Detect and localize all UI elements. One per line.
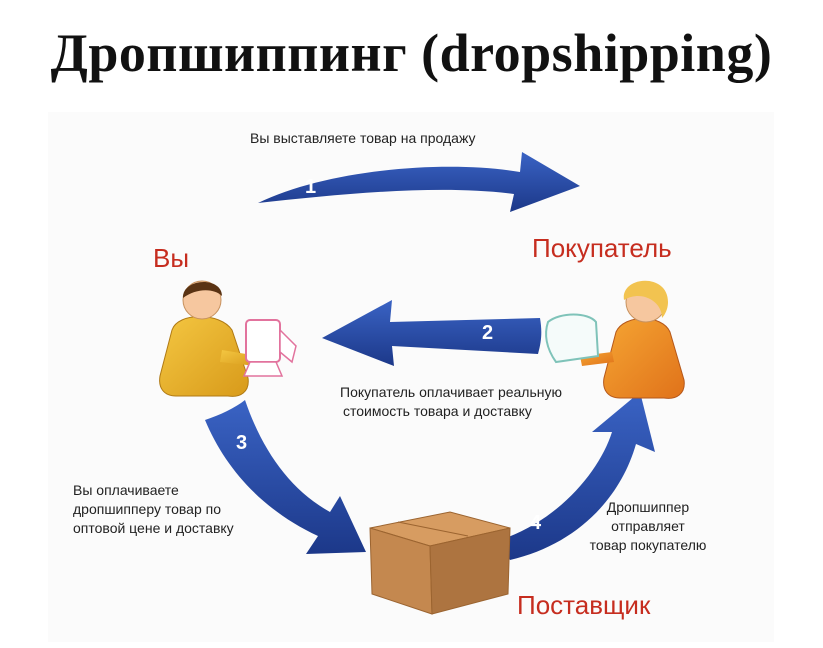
step-2-text-line-2: стоимость товара и доставку (343, 403, 532, 419)
step-3-text-line-2: дропшипперу товар по (73, 501, 221, 517)
step-3-text: Вы оплачиваете дропшипперу товар по опто… (73, 481, 234, 538)
step-4-text-line-3: товар покупателю (589, 537, 707, 553)
arrow-step-1 (258, 152, 580, 212)
buyer-person-icon (545, 280, 685, 399)
arrow-step-4 (500, 392, 655, 560)
step-4-text-line-2: отправляет (611, 518, 685, 534)
role-you: Вы (153, 243, 190, 273)
page-title: Дропшиппинг (dropshipping) (50, 23, 773, 83)
step-3-text-line-3: оптовой цене и доставку (73, 520, 234, 536)
step-4-text-line-1: Дропшиппер (606, 499, 690, 515)
step-4-number: 4 (530, 512, 542, 534)
step-4-text: Дропшиппер отправляет товар покупателю (563, 498, 733, 555)
step-2-number: 2 (482, 322, 494, 344)
step-1-text: Вы выставляете товар на продажу (250, 130, 476, 146)
role-supplier: Поставщик (517, 590, 651, 620)
arrow-step-2 (322, 300, 542, 366)
step-3-number: 3 (236, 432, 248, 454)
arrow-step-3 (205, 400, 366, 554)
step-2-text-line-1: Покупатель оплачивает реальную (340, 384, 562, 400)
step-1-number: 1 (305, 176, 317, 198)
role-buyer: Покупатель (532, 233, 672, 263)
step-3-text-line-1: Вы оплачиваете (73, 482, 179, 498)
supplier-box-icon (369, 511, 511, 615)
step-2-text: Покупатель оплачивает реальную стоимость… (340, 383, 562, 421)
you-person-icon (159, 280, 297, 397)
